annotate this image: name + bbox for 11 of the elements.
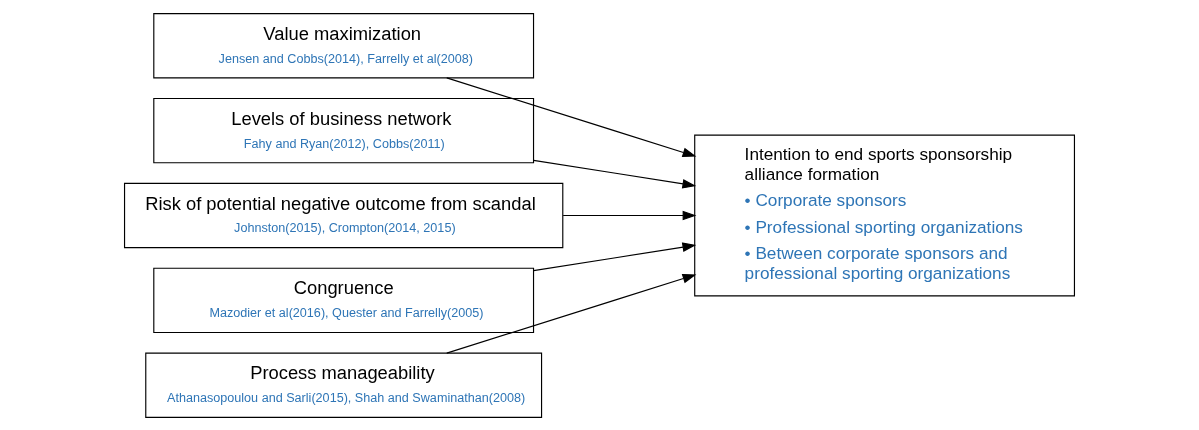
node-box: Value maximization Jensen and Cobbs(2014), Farrelly et al(2008) — [153, 12, 535, 78]
arrow — [533, 241, 697, 271]
node-box: Levels of business network Fahy and Ryan(2012), Cobbs(2011) — [153, 97, 535, 163]
arrow — [533, 159, 697, 189]
arrow — [446, 76, 697, 157]
node-box: Congruence Mazodier et al(2016), Quester and Farrelly(2005) — [153, 267, 535, 333]
arrow — [562, 210, 697, 220]
node-box: Intention to end sports sponsorship alliance formation • Corporate sponsors • Professional sporting organizations • Between corporate sponsors and professional sporting organizations — [694, 134, 1076, 296]
node-box: Process manageability Athanasopoulou and Sarli(2015), Shah and Swaminathan(2008) — [145, 352, 543, 418]
arrow — [446, 273, 697, 354]
node-box: Risk of potential negative outcome from scandal Johnston(2015), Crompton(2014, 2015) — [123, 182, 564, 248]
